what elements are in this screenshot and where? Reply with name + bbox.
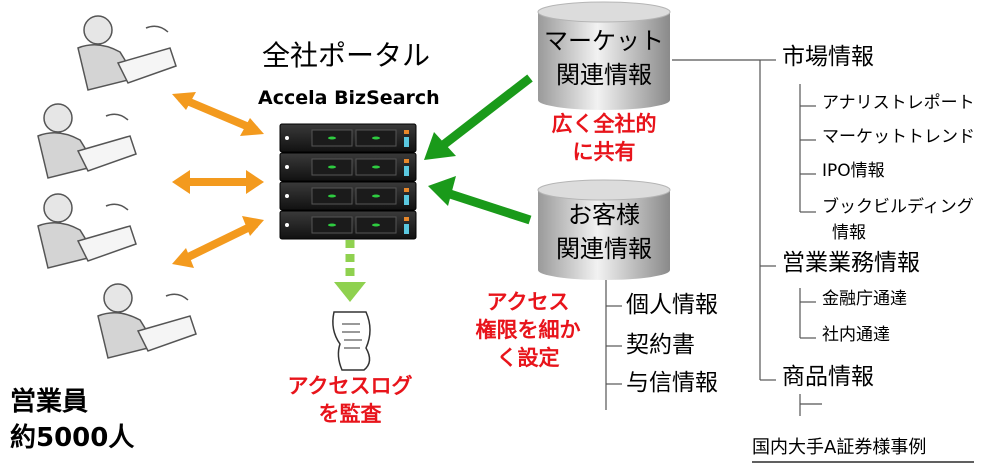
orange-double-arrow-3: [172, 216, 264, 268]
case-label: 国内大手A証券様事例: [752, 437, 927, 458]
employee-figure-2: [37, 103, 137, 179]
lime-dashed-arrow: [334, 240, 366, 302]
tree-analyst-report: アナリストレポート: [822, 93, 975, 113]
employee-figure-4: [97, 283, 197, 359]
employee-figure-3: [37, 193, 137, 269]
portal-subtitle: Accela BizSearch: [258, 87, 440, 109]
orange-double-arrow-2: [172, 170, 264, 194]
tree-market-info: 市場情報: [782, 44, 874, 70]
customer-tree-lines: [605, 280, 622, 410]
market-db-label-line2: 関連情報: [556, 61, 652, 89]
log-document: [332, 311, 371, 371]
market-db-cylinder: [537, 1, 671, 110]
customer-db-label-line1: お客様: [568, 201, 640, 229]
customer-db-label-line2: 関連情報: [556, 235, 652, 263]
tree-ipo-info: IPO情報: [822, 161, 885, 181]
customer-db-cylinder: [537, 179, 671, 280]
orange-double-arrow-1: [172, 92, 264, 136]
audit-note-line2: を監査: [318, 402, 382, 426]
tree-market-trend: マーケットトレンド: [822, 127, 975, 147]
green-arrow-market: [424, 74, 533, 160]
share-note-line2: に共有: [572, 140, 636, 164]
tree-product-info: 商品情報: [782, 364, 874, 390]
customer-item-personal: 個人情報: [626, 292, 718, 318]
access-note-line3: く設定: [496, 346, 560, 370]
access-note-line1: アクセス: [486, 290, 570, 314]
employees-label-line2: 約5000人: [10, 423, 135, 453]
customer-item-contract: 契約書: [626, 332, 695, 358]
employee-figure-1: [77, 15, 177, 91]
tree-sales-info: 営業業務情報: [782, 250, 920, 276]
tree-internal-notice: 社内通達: [822, 325, 890, 345]
access-note-line2: 権限を細か: [475, 318, 581, 342]
audit-note-line1: アクセスログ: [287, 374, 413, 398]
hierarchy-tree-lines: [672, 59, 822, 416]
market-db-label-line1: マーケット: [544, 27, 664, 55]
tree-bookbuilding-info: 情報: [832, 223, 866, 243]
portal-title: 全社ポータル: [262, 39, 431, 72]
share-note-line1: 広く全社的: [551, 112, 657, 136]
server-rack: [279, 123, 417, 240]
tree-bookbuilding: ブックビルディング: [822, 197, 974, 217]
employees-label-line1: 営業員: [10, 387, 89, 417]
customer-item-credit: 与信情報: [626, 370, 718, 396]
tree-fsa-notice: 金融庁通達: [822, 289, 907, 309]
green-arrow-customer: [428, 176, 532, 225]
